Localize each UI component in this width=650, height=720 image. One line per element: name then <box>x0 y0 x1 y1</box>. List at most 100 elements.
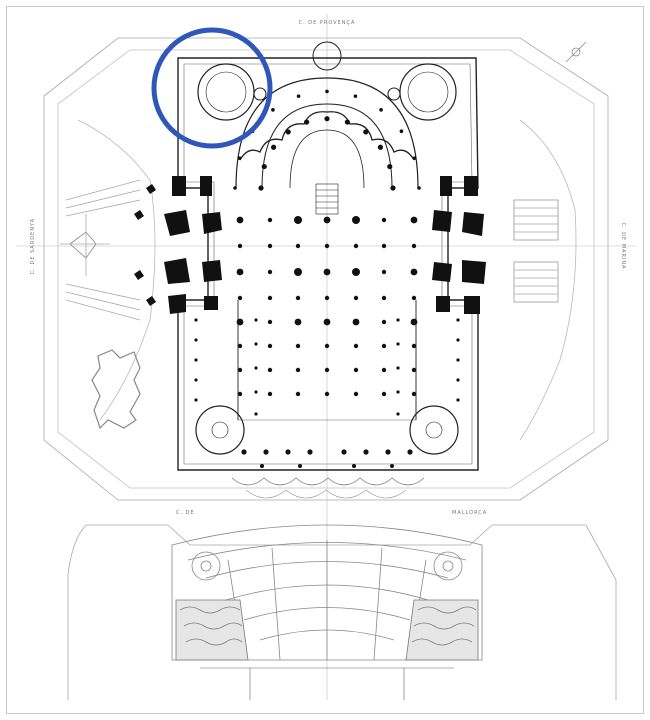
column <box>412 156 417 160</box>
column <box>237 367 243 373</box>
column <box>271 108 275 112</box>
column <box>294 216 302 224</box>
column <box>295 243 301 249</box>
column <box>263 449 269 455</box>
column <box>267 391 273 397</box>
figure-frame <box>6 6 644 714</box>
column <box>411 243 417 249</box>
column <box>411 343 417 349</box>
column <box>285 449 291 455</box>
column <box>194 378 198 382</box>
site-lines <box>16 14 636 700</box>
street-label-bottom-right: MALLORCA <box>452 510 487 516</box>
column <box>267 343 273 349</box>
column <box>324 343 330 349</box>
column <box>353 94 358 98</box>
column <box>396 342 400 346</box>
column <box>396 390 400 394</box>
column <box>267 295 273 301</box>
column <box>236 318 244 326</box>
column <box>352 318 360 326</box>
column <box>298 464 302 468</box>
column <box>379 108 383 112</box>
column <box>381 391 387 397</box>
column <box>254 390 258 394</box>
column <box>353 343 359 349</box>
street-label-top: C. DE PROVENÇA <box>299 20 356 26</box>
nave-columns <box>194 89 460 468</box>
column <box>194 398 198 402</box>
column <box>352 268 360 276</box>
column <box>411 367 417 373</box>
column <box>271 144 277 150</box>
column <box>396 318 400 322</box>
column <box>194 338 198 342</box>
column <box>324 116 330 122</box>
column <box>410 216 418 224</box>
column <box>344 119 350 125</box>
column <box>254 318 258 322</box>
column <box>381 367 387 373</box>
column <box>381 243 387 249</box>
column <box>285 129 291 135</box>
column <box>258 185 264 191</box>
column <box>267 319 273 325</box>
column <box>385 449 391 455</box>
column <box>341 449 347 455</box>
column <box>410 318 418 326</box>
column <box>325 89 329 94</box>
column <box>363 449 369 455</box>
column <box>267 367 273 373</box>
column <box>194 318 198 322</box>
column <box>411 295 417 301</box>
column <box>237 243 243 249</box>
column <box>307 449 313 455</box>
column <box>323 268 331 276</box>
column <box>396 366 400 370</box>
column <box>260 464 264 468</box>
column <box>324 295 330 301</box>
column <box>381 269 387 275</box>
column <box>353 295 359 301</box>
transept-piers <box>134 176 486 314</box>
column <box>294 268 302 276</box>
column <box>456 398 460 402</box>
column <box>353 243 359 249</box>
column <box>396 412 400 416</box>
column <box>381 343 387 349</box>
column <box>323 318 331 326</box>
column <box>381 319 387 325</box>
column <box>241 449 247 455</box>
column <box>233 186 237 190</box>
column <box>410 268 418 276</box>
column <box>352 216 360 224</box>
column <box>294 318 302 326</box>
column <box>296 94 301 98</box>
column <box>237 295 243 301</box>
column <box>324 367 330 373</box>
column <box>456 358 460 362</box>
column <box>295 343 301 349</box>
column <box>295 367 301 373</box>
column <box>381 295 387 301</box>
column <box>390 185 396 191</box>
highlight-circle <box>151 27 273 149</box>
column <box>387 163 393 170</box>
column <box>456 378 460 382</box>
glory-facade-plaza <box>171 524 483 700</box>
column <box>323 216 331 224</box>
column <box>363 129 369 135</box>
column <box>353 367 359 373</box>
column <box>267 243 273 249</box>
column <box>267 269 273 275</box>
column <box>399 129 404 134</box>
column <box>324 391 330 397</box>
column <box>456 338 460 342</box>
column <box>254 412 258 416</box>
column <box>390 464 394 468</box>
column <box>237 391 243 397</box>
column <box>304 119 310 125</box>
column <box>261 163 267 170</box>
street-label-bottom-left: C. DE <box>176 510 195 516</box>
